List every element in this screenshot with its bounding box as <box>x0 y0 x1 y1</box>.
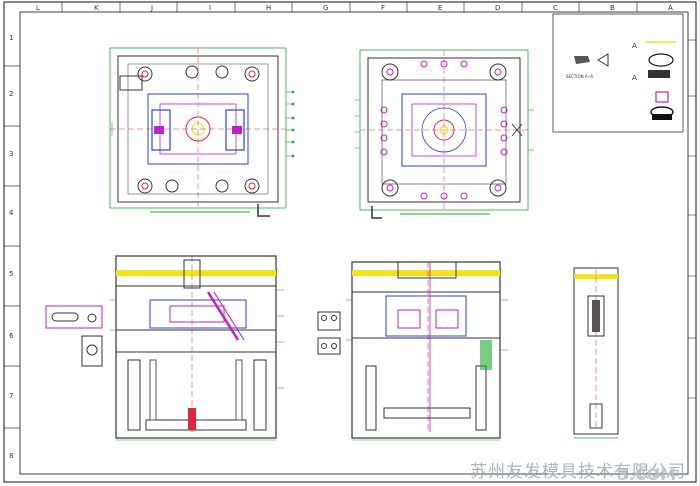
row-label: 7 <box>9 392 13 400</box>
col-label: G <box>323 4 328 12</box>
col-label: I <box>209 4 211 12</box>
section-view-middle <box>317 261 508 441</box>
col-label: B <box>610 4 615 12</box>
row-label: 4 <box>9 209 14 217</box>
inner-frame <box>19 11 689 475</box>
row-label: 3 <box>9 150 13 158</box>
row-ticks <box>4 65 20 429</box>
row-label: 8 <box>9 452 13 460</box>
col-label: F <box>381 4 385 12</box>
col-label: D <box>495 4 500 12</box>
column-ticks <box>61 2 638 12</box>
col-label: H <box>266 4 271 12</box>
plan-view-right <box>354 49 534 219</box>
col-label: A <box>668 4 673 12</box>
col-label: C <box>553 4 558 12</box>
row-label: 2 <box>9 90 13 98</box>
section-caption: SECTION A--A <box>566 74 593 79</box>
section-view-right <box>573 267 619 439</box>
row-label: 1 <box>9 34 13 42</box>
section-view-left <box>45 255 284 441</box>
col-label: K <box>94 4 99 12</box>
col-label: E <box>438 4 442 12</box>
row-label: 5 <box>9 270 13 278</box>
watermark-site: 3.COM <box>617 465 676 484</box>
col-label: J <box>150 4 153 12</box>
section-marker-a: A <box>632 74 637 82</box>
column-labels-top: L K J I H G F E D C B A <box>36 4 673 12</box>
watermark-company: 苏州友发模具技术有限公司 <box>470 462 686 482</box>
row-label: 6 <box>9 332 14 340</box>
col-label: L <box>36 4 40 12</box>
plan-view-left <box>109 47 295 217</box>
section-marker-a: A <box>632 42 637 50</box>
right-edge-ticks <box>688 39 696 399</box>
detail-box: A A SECTION A--A <box>552 13 684 133</box>
row-labels-left: 1 2 3 4 5 6 7 8 <box>9 34 14 460</box>
